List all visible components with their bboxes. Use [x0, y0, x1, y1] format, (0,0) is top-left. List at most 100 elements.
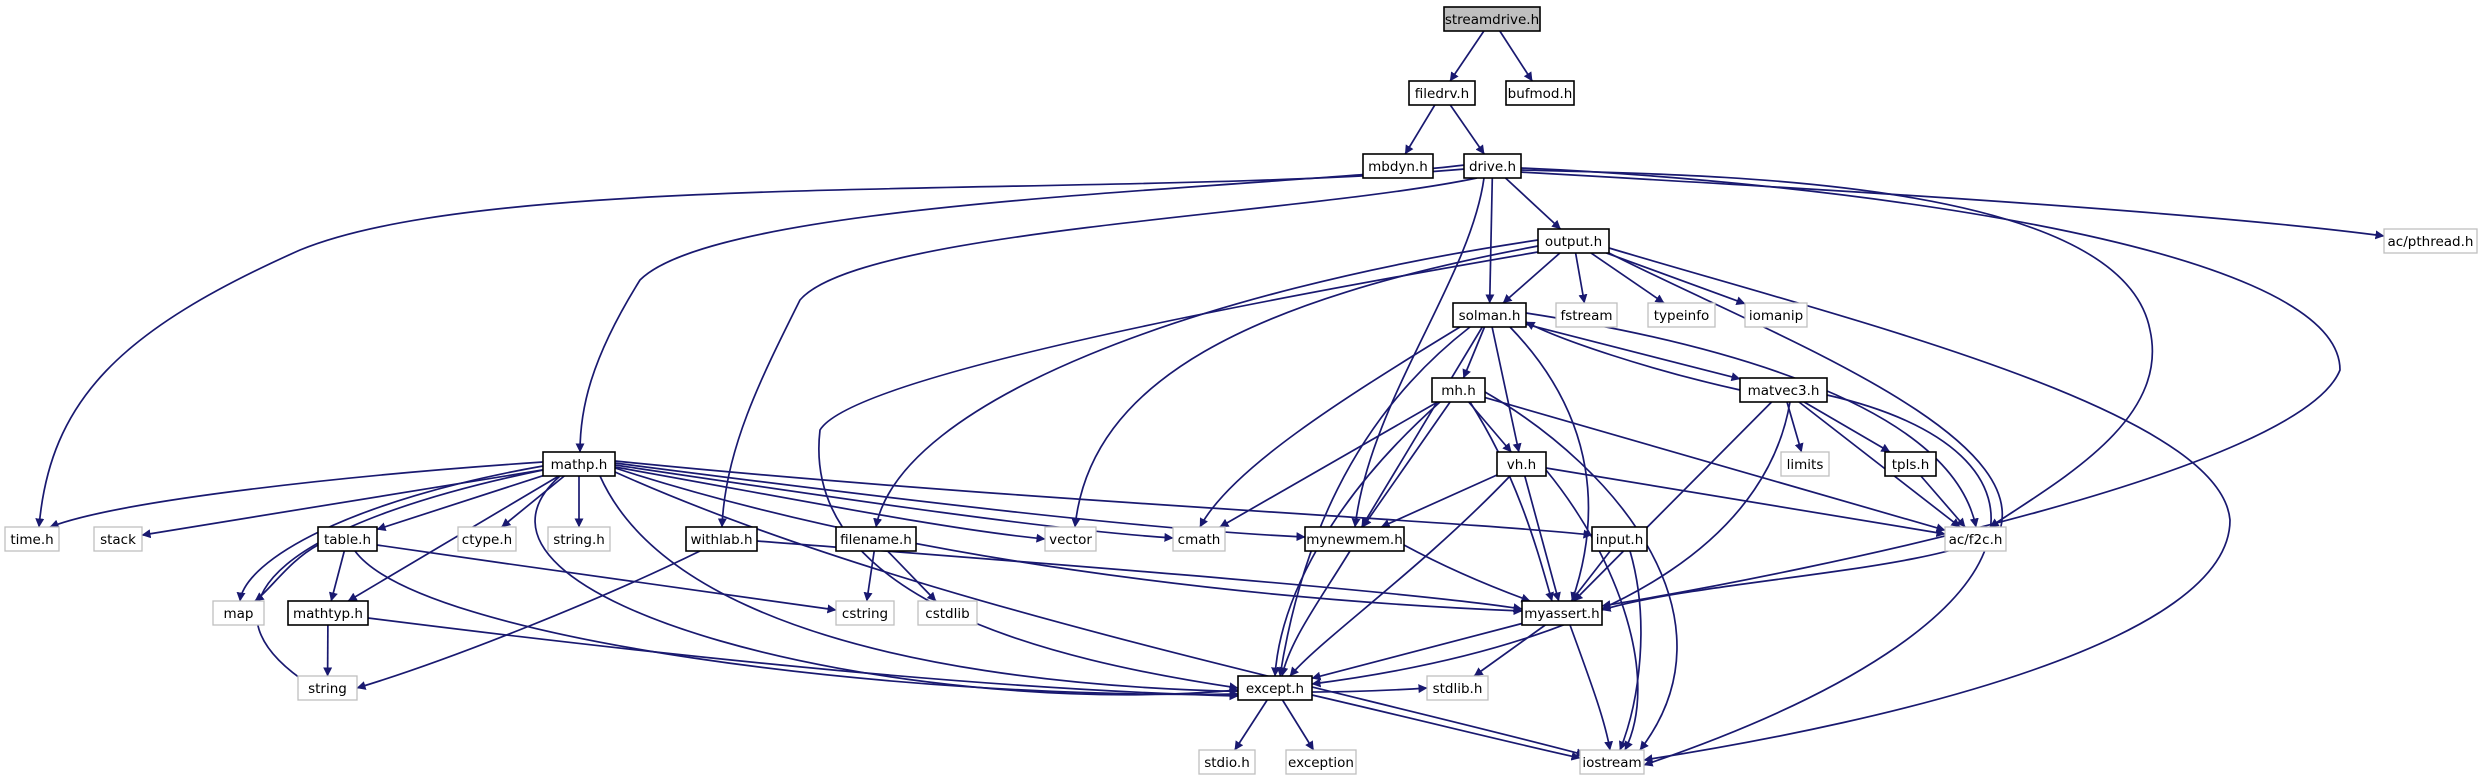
edge-drive-to-solman	[1485, 177, 1495, 304]
node-label: table.h	[324, 532, 371, 548]
node-drive[interactable]: drive.h	[1463, 153, 1522, 179]
node-label: fstream	[1560, 308, 1612, 324]
edge-vh-to-except	[1289, 475, 1511, 677]
edge-filedrv-to-drive	[1449, 104, 1485, 155]
node-label: cstring	[842, 606, 888, 622]
node-table[interactable]: table.h	[317, 526, 378, 552]
node-box	[1579, 749, 1645, 775]
node-vector: vector	[1044, 526, 1097, 552]
node-mynewmem[interactable]: mynewmem.h	[1304, 526, 1405, 552]
node-typeinfo: typeinfo	[1647, 302, 1716, 328]
node-label: iostream	[1582, 755, 1641, 771]
node-filedrv[interactable]: filedrv.h	[1408, 80, 1476, 106]
node-box	[93, 526, 143, 552]
edges-layer	[35, 30, 2385, 767]
node-box	[317, 526, 378, 552]
node-vh[interactable]: vh.h	[1496, 451, 1547, 477]
node-box	[917, 600, 978, 626]
node-mathtyp[interactable]: mathtyp.h	[287, 600, 369, 626]
edge-solman-to-matvec3	[1525, 323, 1741, 382]
edge-mynewmem-to-except	[1279, 550, 1351, 677]
edge-mathp-to-timeh	[49, 461, 544, 529]
node-label: ctype.h	[462, 532, 512, 548]
edge-except-to-exception	[1281, 699, 1315, 751]
node-except[interactable]: except.h	[1237, 675, 1313, 701]
node-cmath: cmath	[1172, 526, 1226, 552]
edge-solman-to-mh	[1462, 326, 1486, 379]
node-label: vh.h	[1507, 457, 1536, 473]
edge-streamdrive-to-bufmod	[1499, 30, 1533, 82]
node-label: cmath	[1178, 532, 1221, 548]
node-box	[1505, 80, 1575, 106]
edge-matvec3-to-iostream	[1643, 394, 1992, 767]
node-mathp[interactable]: mathp.h	[542, 451, 616, 477]
node-map: map	[212, 600, 265, 626]
edge-filename-to-cstdlib	[886, 550, 937, 602]
node-stringh: string.h	[547, 526, 611, 552]
node-box	[297, 675, 358, 701]
node-withlab[interactable]: withlab.h	[685, 526, 758, 552]
node-solman[interactable]: solman.h	[1452, 302, 1527, 328]
node-myassert[interactable]: myassert.h	[1521, 600, 1603, 626]
node-box	[1591, 526, 1648, 552]
node-output[interactable]: output.h	[1537, 228, 1610, 254]
edge-drive-to-myassert	[1520, 167, 2341, 610]
node-input[interactable]: input.h	[1591, 526, 1648, 552]
node-cstdlib: cstdlib	[917, 600, 978, 626]
node-iomanip: iomanip	[1744, 302, 1808, 328]
node-box	[4, 526, 60, 552]
node-box	[1884, 451, 1937, 477]
edge-streamdrive-to-filedrv	[1449, 30, 1485, 82]
edge-output-to-iomanip	[1606, 252, 1746, 305]
edge-vh-to-iostream	[1545, 469, 1639, 751]
node-box	[1198, 749, 1256, 775]
node-label: mathp.h	[551, 457, 608, 473]
node-label: mynewmem.h	[1306, 532, 1403, 548]
node-label: filedrv.h	[1415, 86, 1469, 102]
node-box	[1172, 526, 1226, 552]
edge-vh-to-mynewmem	[1380, 474, 1498, 528]
node-label: input.h	[1596, 532, 1644, 548]
node-label: drive.h	[1469, 159, 1516, 175]
node-string: string	[297, 675, 358, 701]
node-filename[interactable]: filename.h	[835, 526, 917, 552]
node-box	[457, 526, 517, 552]
node-stdio: stdio.h	[1198, 749, 1256, 775]
node-timeh: time.h	[4, 526, 60, 552]
node-matvec3[interactable]: matvec3.h	[1739, 377, 1828, 403]
edge-table-to-map	[254, 544, 319, 602]
node-streamdrive[interactable]: streamdrive.h	[1443, 6, 1541, 32]
node-box	[1443, 6, 1541, 32]
node-mbdyn[interactable]: mbdyn.h	[1362, 153, 1434, 179]
node-box	[1285, 749, 1357, 775]
edge-mynewmem-to-myassert	[1403, 544, 1531, 603]
edge-filename-to-cstring	[863, 550, 876, 602]
node-mh[interactable]: mh.h	[1431, 377, 1486, 403]
edge-input-to-iostream	[1618, 550, 1642, 751]
node-tpls[interactable]: tpls.h	[1884, 451, 1937, 477]
node-bufmod[interactable]: bufmod.h	[1505, 80, 1575, 106]
edge-drive-to-pthread	[1518, 171, 2385, 240]
node-label: cstdlib	[925, 606, 969, 622]
node-box	[1744, 302, 1808, 328]
node-label: except.h	[1246, 681, 1304, 697]
node-box	[1944, 526, 2007, 552]
node-box	[1452, 302, 1527, 328]
node-label: streamdrive.h	[1445, 12, 1539, 28]
node-label: typeinfo	[1654, 308, 1709, 324]
edge-mathp-to-vector	[614, 466, 1046, 543]
edge-mh-to-mynewmem	[1362, 401, 1451, 528]
node-label: exception	[1288, 755, 1354, 771]
node-pthread: ac/pthread.h	[2383, 228, 2478, 254]
node-fstream: fstream	[1555, 302, 1618, 328]
edge-drive-to-f2c	[1520, 169, 2154, 528]
node-box	[1537, 228, 1610, 254]
node-label: mbdyn.h	[1368, 159, 1428, 175]
node-box	[1739, 377, 1828, 403]
edge-drive-to-output	[1504, 177, 1562, 230]
edge-except-to-iostream	[1311, 694, 1581, 761]
node-label: iomanip	[1749, 308, 1803, 324]
node-box	[212, 600, 265, 626]
node-label: map	[224, 606, 254, 622]
